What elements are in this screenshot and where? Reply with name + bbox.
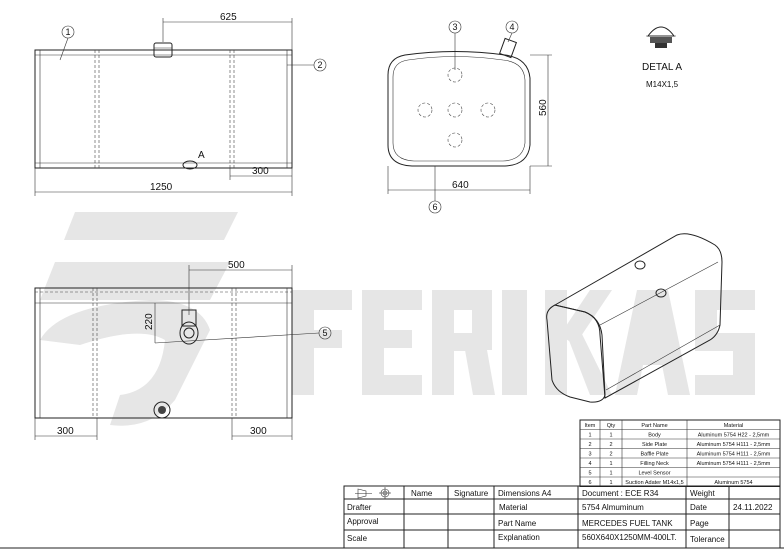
cell-item: 6 [588, 480, 591, 486]
scale-label: Scale [347, 534, 368, 543]
dim-300: 300 [252, 166, 269, 177]
cell-item: 3 [588, 451, 591, 457]
cell-item: 4 [588, 461, 591, 467]
cell-qty: 1 [609, 461, 612, 467]
header-part-name: Part Name [641, 423, 667, 429]
page-label: Page [690, 519, 709, 528]
side-view: 3 4 6 560 640 [387, 20, 552, 214]
date-label: Date [690, 503, 707, 512]
dim-500: 500 [228, 260, 245, 271]
part-name-value: MERCEDES FUEL TANK [582, 519, 673, 528]
drafter-label: Drafter [347, 503, 372, 512]
balloon-1: 1 [65, 27, 70, 37]
cell-part-name: Side Plate [642, 442, 667, 448]
tolerance-label: Tolerance [690, 535, 725, 544]
cell-part-name: Filling Neck [640, 461, 669, 467]
cell-material: Aluminum 5754 H111 - 2,5mm [697, 442, 771, 448]
cell-part-name: Suction Adater M14x1,5 [625, 480, 683, 486]
cell-item: 5 [588, 470, 591, 476]
projection-symbol-icon [355, 487, 391, 499]
cell-qty: 2 [609, 451, 612, 457]
material-value: 5754 Almuminum [582, 503, 644, 512]
approval-label: Approval [347, 517, 379, 526]
cell-part-name: Baffle Plate [640, 451, 668, 457]
balloon-2: 2 [317, 60, 322, 70]
explanation-value: 560X640X1250MM-400LT. [582, 533, 677, 542]
dim-300-right: 300 [250, 426, 267, 437]
cell-item: 2 [588, 442, 591, 448]
balloon-3: 3 [452, 22, 457, 32]
dim-640: 640 [452, 180, 469, 191]
header-item: Item [585, 423, 596, 429]
isometric-view [546, 233, 723, 403]
detail-a: DETAL A M14X1,5 [642, 26, 682, 89]
dimensions: Dimensions A4 [498, 489, 552, 498]
name-header: Name [411, 489, 433, 498]
weight-label: Weight [690, 489, 716, 498]
cell-material: Aluminum 5754 H111 - 2,5mm [697, 451, 771, 457]
document: Document : ECE R34 [582, 489, 659, 498]
bottom-view: 500 220 5 300 300 [34, 260, 332, 440]
dim-1250: 1250 [150, 182, 173, 193]
cell-material: Aluminum 5754 H111 - 2,5mm [697, 461, 771, 467]
cell-item: 1 [588, 432, 591, 438]
signature-header: Signature [454, 489, 489, 498]
dim-300-left: 300 [57, 426, 74, 437]
header-qty: Qty [607, 423, 616, 429]
part-name-label: Part Name [498, 519, 537, 528]
date-value: 24.11.2022 [733, 503, 773, 512]
dim-560: 560 [538, 99, 549, 116]
title-block: Name Signature Dimensions A4 Document : … [0, 485, 784, 549]
explanation-label: Explanation [498, 533, 540, 542]
cell-material: Aluminum 5754 [714, 480, 752, 486]
cell-part-name: Level Sensor [638, 470, 670, 476]
balloon-6: 6 [432, 202, 437, 212]
dim-625: 625 [220, 12, 237, 23]
cell-qty: 1 [609, 470, 612, 476]
material-label: Material [499, 503, 528, 512]
detail-title: DETAL A [642, 62, 682, 73]
cell-material: Aluminum 5754 H22 - 2,5mm [698, 432, 770, 438]
cell-qty: 2 [609, 442, 612, 448]
detail-thread: M14X1,5 [646, 80, 679, 89]
dim-220: 220 [144, 313, 155, 330]
top-view: 625 1250 300 A 1 2 [34, 12, 327, 196]
ferikas-watermark-logo [40, 212, 755, 426]
cell-part-name: Body [648, 432, 661, 438]
balloon-5: 5 [322, 328, 327, 338]
header-material: Material [724, 423, 744, 429]
balloon-4: 4 [509, 22, 514, 32]
cell-qty: 1 [609, 432, 612, 438]
detail-a-marker: A [198, 150, 205, 161]
cell-qty: 1 [609, 480, 612, 486]
